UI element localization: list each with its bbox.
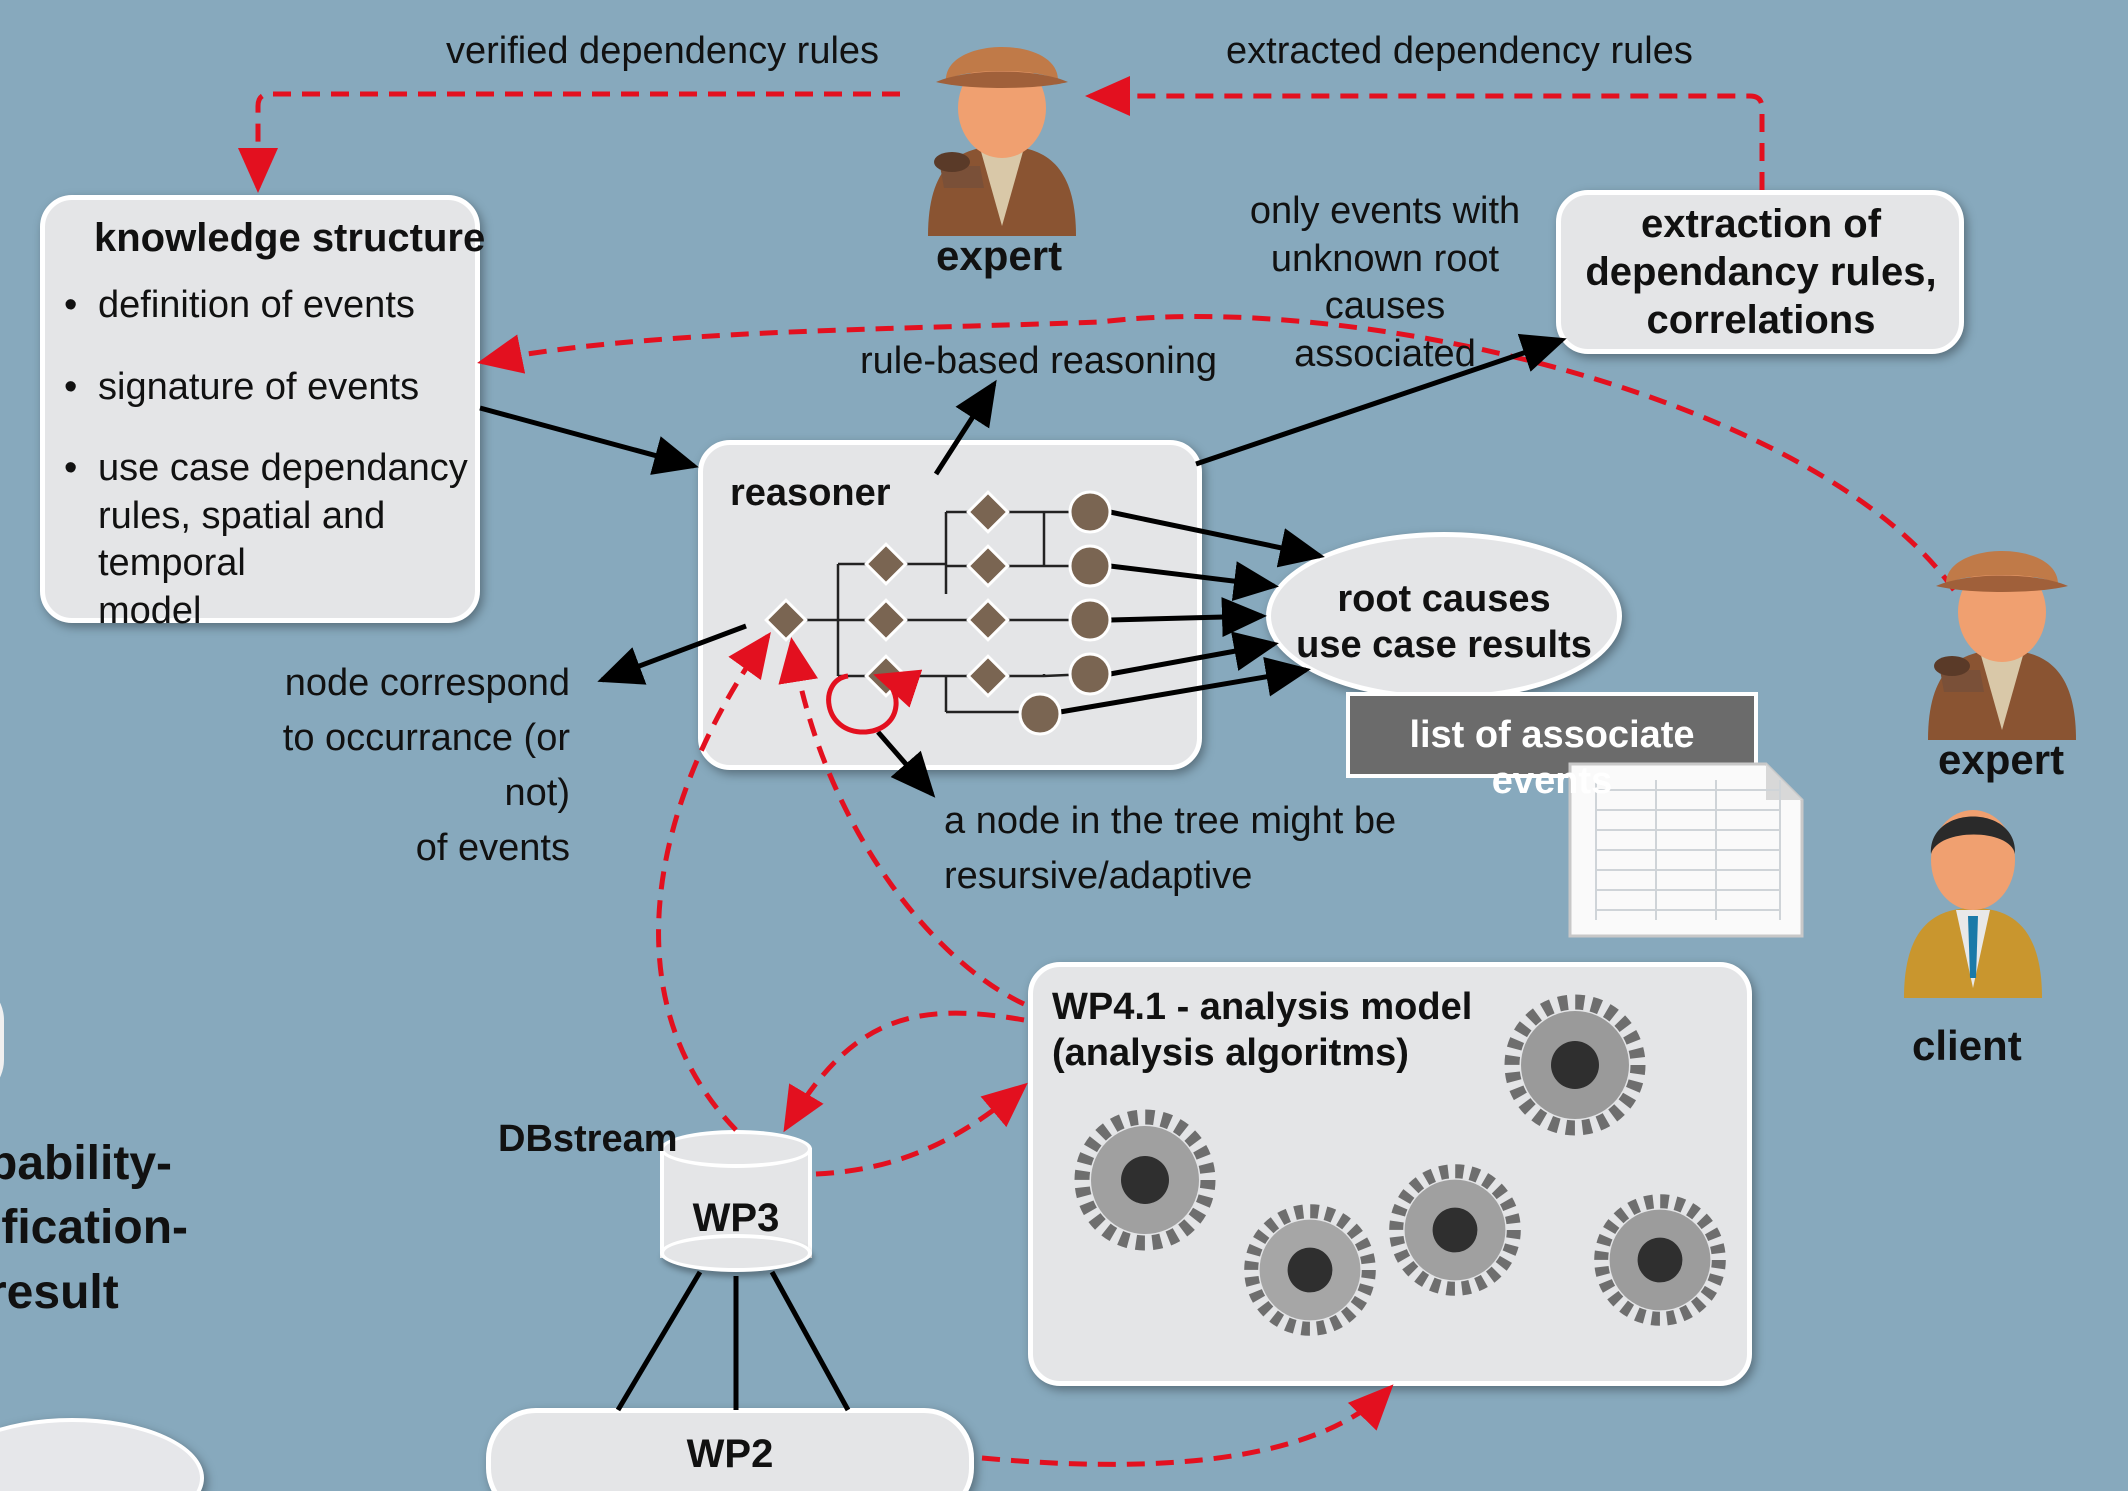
result-arrow-1: [1109, 509, 1325, 568]
wp3-label: WP3: [692, 1196, 780, 1240]
knowledge-to-reasoner-arrow: [479, 405, 699, 475]
root-causes-ellipse: [1266, 532, 1622, 700]
client-label: client: [1912, 1022, 2022, 1069]
left-partial-shape: [0, 980, 4, 1100]
result-arrow-5: [1059, 657, 1311, 715]
tree-leaf-node: [1068, 598, 1112, 642]
extraction-box: [1556, 190, 1964, 354]
gear-icon: [1389, 1164, 1521, 1296]
db-link-1: [615, 1270, 703, 1412]
tree-leaf-node: [1018, 692, 1062, 736]
wp2-label: WP2: [686, 1432, 774, 1476]
extracted-rules-flow: [1085, 76, 1765, 190]
tree-decision-node: [966, 544, 1010, 588]
verified-rules-flow: [238, 91, 900, 193]
expert-right-label: expert: [1938, 736, 2065, 783]
tree-decision-node: [966, 490, 1010, 534]
tree-decision-node: [966, 654, 1010, 698]
reasoner-title: reasoner: [730, 472, 891, 514]
wp2-to-analysis-flow: [981, 1384, 1394, 1467]
gear-icon: [1594, 1194, 1726, 1326]
knowledge-item: definition of events: [64, 282, 484, 330]
analysis-to-reasoner-flow: [778, 637, 1026, 1007]
rule-reasoning-arrow: [933, 379, 997, 476]
expert-figure-icon: [928, 47, 1076, 236]
recursion-loop-icon: [826, 669, 923, 735]
tree-nodes: [764, 490, 1112, 736]
expert-feedback-flow: [477, 314, 1957, 592]
db-to-reasoner-flow: [656, 631, 771, 1132]
node-events-label: node correspond to occurrance (or not) o…: [282, 662, 570, 870]
tree-leaf-node: [1068, 544, 1112, 588]
db-to-analysis-flow: [815, 1082, 1028, 1177]
events-list-label: list of associate events: [1409, 714, 1695, 803]
dbstream-label: DBstream: [498, 1118, 678, 1160]
result-arrow-4: [1109, 631, 1279, 677]
client-figure-icon: [1904, 810, 2042, 998]
rule-reasoning-label: rule-based reasoning: [860, 340, 1218, 382]
expert-top-label: expert: [936, 232, 1063, 279]
gear-icon: [1504, 994, 1646, 1136]
analysis-title: WP4.1 - analysis model (analysis algorit…: [1052, 986, 1473, 1075]
tree-decision-node: [764, 598, 808, 642]
extracted-rules-label: extracted dependency rules: [1226, 30, 1693, 72]
verified-rules-label: verified dependency rules: [446, 30, 880, 72]
expert-figure-icon: [1928, 551, 2076, 740]
reasoner-to-extraction-arrow: [1195, 333, 1567, 467]
unknown-causes-label: only events with unknown root causes ass…: [1249, 190, 1521, 375]
result-arrow-3: [1109, 597, 1267, 638]
recursive-description-arrow: [876, 730, 936, 798]
result-arrow-2: [1109, 561, 1279, 602]
left-cut-label: bability- ification- result: [0, 1137, 188, 1319]
extraction-title: extraction of dependancy rules, correlat…: [1585, 202, 1937, 342]
knowledge-item: use case dependancy rules, spatial and t…: [64, 445, 484, 635]
tree-decision-node: [966, 598, 1010, 642]
recursive-label: a node in the tree might be resursive/ad…: [944, 800, 1397, 898]
decision-tree: [786, 510, 1091, 714]
database-cylinder: [660, 1130, 812, 1272]
tree-leaf-node: [1068, 490, 1112, 534]
db-link-3: [769, 1270, 851, 1412]
analysis-to-db-flow: [783, 1010, 1025, 1133]
wp2-box: [486, 1408, 974, 1491]
tree-decision-node: [864, 654, 908, 698]
tree-decision-node: [864, 598, 908, 642]
tree-leaf-node: [1068, 652, 1112, 696]
node-description-arrow: [597, 623, 747, 685]
tree-decision-node: [864, 542, 908, 586]
spreadsheet-icon: [1568, 762, 1804, 938]
knowledge-title: knowledge structure: [94, 216, 486, 260]
gear-icon: [1074, 1109, 1216, 1251]
knowledge-list: definition of events signature of events…: [64, 282, 484, 635]
root-causes-label: root causes use case results: [1296, 578, 1592, 667]
gear-icon: [1244, 1204, 1376, 1336]
knowledge-item: signature of events: [64, 364, 484, 412]
